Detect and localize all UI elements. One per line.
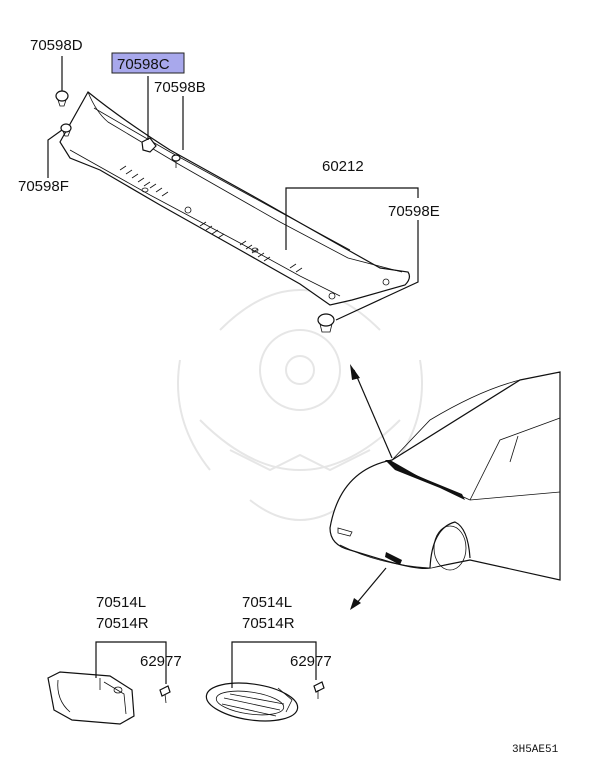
leader-lines — [47, 56, 419, 321]
screw-62977-left — [159, 685, 171, 704]
label-60212: 60212 — [322, 158, 364, 175]
highlight-70598C — [111, 52, 185, 74]
label-70598E: 70598E — [388, 203, 440, 220]
label-62977-left: 62977 — [140, 653, 182, 670]
screw-62977-right — [313, 681, 325, 699]
clip-70598E — [317, 313, 335, 333]
clip-70598B — [171, 154, 181, 168]
clip-70598C — [141, 137, 157, 153]
label-70598C[interactable]: 70598C — [117, 56, 170, 73]
cowl-vent-slots — [119, 165, 303, 273]
cowl-top-panel — [59, 91, 411, 306]
label-70514R-left: 70514R — [96, 615, 149, 632]
clip-70598F — [60, 123, 72, 137]
fog-lamp-cover-left — [47, 671, 135, 725]
clip-70598D — [55, 90, 69, 107]
label-70598D: 70598D — [30, 37, 83, 54]
car-illustration — [329, 371, 561, 581]
label-70514L-left: 70514L — [96, 594, 146, 611]
label-70598F: 70598F — [18, 178, 69, 195]
fog-lamp-bezel-right — [205, 682, 299, 722]
label-70514L-right: 70514L — [242, 594, 292, 611]
label-70514R-right: 70514R — [242, 615, 295, 632]
lower-leader-lines — [95, 641, 317, 688]
label-70598B: 70598B — [154, 79, 206, 96]
label-62977-right: 62977 — [290, 653, 332, 670]
diagram-code: 3H5AE51 — [512, 744, 559, 756]
pointer-arrows — [350, 364, 393, 610]
